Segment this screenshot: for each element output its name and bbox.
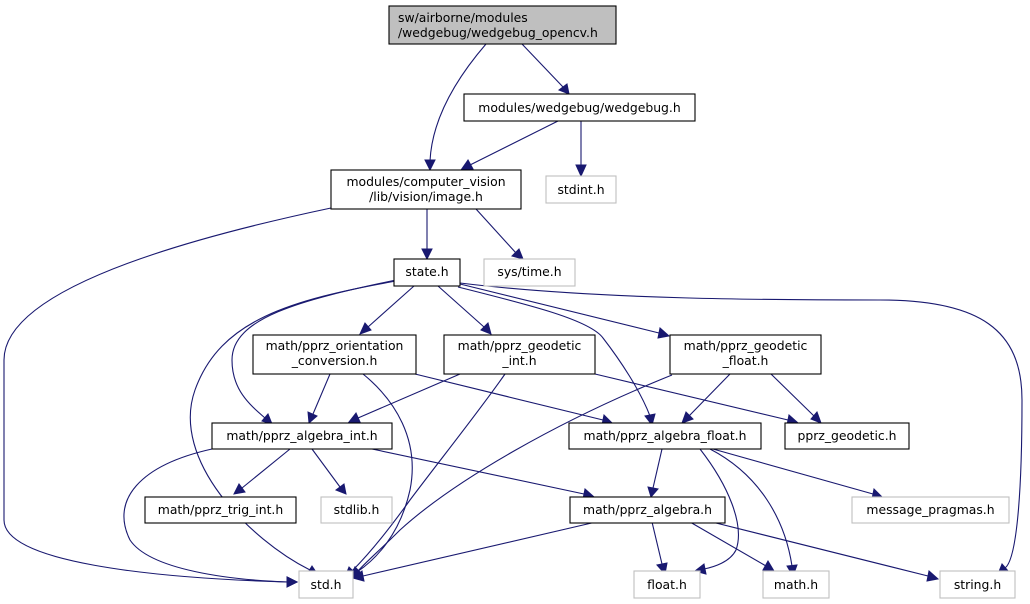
node-label-line2: /wedgebug/wedgebug_opencv.h (398, 25, 598, 40)
edge-image-to-systime (475, 208, 524, 260)
node-label: sys/time.h (497, 264, 561, 279)
node-label-line1: math/pprz_geodetic (684, 338, 808, 353)
node-message-pragmas-h[interactable]: message_pragmas.h (851, 496, 1010, 524)
edge-root-to-wedgebug (521, 43, 570, 95)
edge-orient-to-algfloat (414, 373, 614, 426)
node-string-h[interactable]: string.h (939, 570, 1016, 599)
node-label: pprz_geodetic.h (798, 428, 897, 443)
node-stdlib-h[interactable]: stdlib.h (320, 496, 393, 524)
node-pprz-algebra-int-h[interactable]: math/pprz_algebra_int.h (211, 422, 393, 450)
node-pprz-geodetic-float-h[interactable]: math/pprz_geodetic _float.h (669, 334, 822, 375)
node-float-h[interactable]: float.h (633, 570, 701, 599)
edge-state-to-geofloat (459, 283, 671, 339)
edge-state-to-orient (359, 285, 415, 335)
node-label: float.h (647, 577, 687, 592)
edge-geoint-to-pprzgeo (594, 373, 800, 426)
edge-state-to-geoint (437, 285, 492, 335)
edge-orient-to-algint (307, 373, 331, 425)
node-label: message_pragmas.h (866, 502, 994, 517)
node-label-line2: /lib/vision/image.h (369, 189, 483, 204)
node-std-h[interactable]: std.h (298, 570, 354, 599)
edge-root-to-image (424, 43, 487, 172)
node-pprz-orientation-conversion-h[interactable]: math/pprz_orientation _conversion.h (252, 334, 417, 375)
node-label-line2: _float.h (722, 353, 769, 368)
edge-algfloat-to-msgpragmas (712, 448, 884, 500)
node-sys-time-h[interactable]: sys/time.h (483, 258, 576, 287)
edge-image-to-std (3, 207, 332, 588)
node-pprz-trig-int-h[interactable]: math/pprz_trig_int.h (144, 496, 297, 524)
edge-geoint-to-algint (347, 373, 461, 423)
node-label-line1: sw/airborne/modules (398, 10, 528, 25)
node-pprz-algebra-float-h[interactable]: math/pprz_algebra_float.h (568, 422, 762, 450)
edge-wedgebug-to-image (459, 120, 559, 171)
node-label-line1: math/pprz_orientation (266, 338, 404, 353)
edge-geofloat-to-algfloat (681, 373, 731, 424)
edge-alg-to-std (351, 521, 597, 582)
edge-algint-to-std (123, 448, 299, 588)
node-label-line2: _conversion.h (291, 353, 378, 368)
edge-wedgebug-to-stdint (575, 121, 587, 178)
edge-algint-to-alg (371, 448, 596, 500)
edge-image-to-state (421, 209, 433, 261)
node-label: modules/wedgebug/wedgebug.h (478, 100, 680, 115)
node-label: stdint.h (557, 182, 604, 197)
node-label: state.h (405, 264, 448, 279)
node-label-line2: _int.h (501, 353, 536, 368)
edge-algfloat-to-alg (647, 448, 663, 499)
node-label: math/pprz_algebra_int.h (226, 428, 377, 443)
node-label: math.h (774, 577, 818, 592)
node-wedgebug-opencv-h[interactable]: sw/airborne/modules /wedgebug/wedgebug_o… (388, 5, 617, 45)
edge-geofloat-to-pprzgeo (770, 373, 822, 424)
node-stdint-h[interactable]: stdint.h (545, 175, 617, 204)
node-wedgebug-h[interactable]: modules/wedgebug/wedgebug.h (463, 93, 696, 122)
node-label-line1: modules/computer_vision (346, 174, 505, 189)
node-label: stdlib.h (334, 502, 380, 517)
node-pprz-algebra-h[interactable]: math/pprz_algebra.h (569, 496, 726, 524)
edge-state-to-algfloat (457, 286, 656, 427)
edge-alg-to-string (711, 521, 940, 582)
edge-algint-to-trigint (233, 448, 291, 495)
node-math-h[interactable]: math.h (762, 570, 830, 599)
node-label: std.h (311, 577, 342, 592)
node-pprz-geodetic-int-h[interactable]: math/pprz_geodetic _int.h (443, 334, 596, 375)
edge-orient-to-std (349, 373, 413, 578)
edge-alg-to-float (651, 521, 668, 576)
node-label: math/pprz_algebra_float.h (584, 428, 747, 443)
node-label: string.h (954, 577, 1001, 592)
edge-algint-to-stdlib (311, 448, 347, 495)
node-label: math/pprz_trig_int.h (158, 502, 283, 517)
node-pprz-geodetic-h[interactable]: pprz_geodetic.h (784, 422, 910, 450)
edge-geoint-to-std (344, 373, 506, 578)
node-state-h[interactable]: state.h (393, 258, 461, 287)
edge-alg-to-math (689, 521, 775, 572)
node-image-h[interactable]: modules/computer_vision /lib/vision/imag… (330, 169, 522, 210)
edge-geofloat-to-std (350, 374, 673, 578)
node-label: math/pprz_algebra.h (583, 502, 712, 517)
node-label-line1: math/pprz_geodetic (458, 338, 582, 353)
